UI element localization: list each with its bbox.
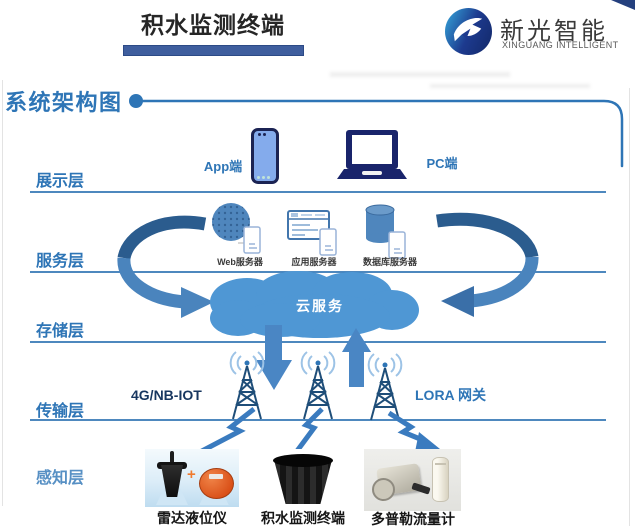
layer-label-perception: 感知层	[36, 470, 85, 487]
app-client-label: App端	[203, 159, 243, 174]
corner-decoration	[611, 0, 635, 10]
flowmeter-probe-cylinder	[432, 457, 449, 502]
cloud-icon	[210, 271, 419, 338]
monitor-terminal-image	[266, 449, 340, 509]
database-server-label: 数据库服务器	[362, 257, 417, 267]
application-server-label: 应用服务器	[291, 257, 337, 267]
radar-device-body	[161, 465, 183, 497]
plus-sign: +	[187, 466, 196, 483]
radar-antenna	[170, 451, 174, 464]
radar-level-meter-image: +	[145, 449, 239, 507]
web-server-label: Web服务器	[217, 257, 263, 267]
flowmeter-arm	[411, 482, 431, 495]
cloud-up-arrow	[342, 328, 371, 387]
layer-label-service: 服务层	[36, 253, 85, 270]
watermark-smudge	[430, 84, 590, 88]
logo-company-name: 新光智能	[500, 18, 608, 45]
network-lora-gateway-label: LORA 网关	[415, 387, 487, 403]
left-cycle-arrow	[117, 215, 214, 318]
lightning-link-1	[198, 407, 256, 455]
pc-client-label: PC端	[426, 156, 458, 171]
page-title: 积水监测终端	[141, 12, 285, 38]
frame-dot	[129, 94, 143, 108]
orange-sensor-disc	[199, 468, 234, 499]
section-title: 系统架构图	[5, 90, 123, 115]
radar-level-meter-label: 雷达液位仪	[157, 510, 227, 526]
layer-label-storage: 存储层	[36, 323, 85, 340]
radio-tower-icon-3	[367, 353, 403, 421]
frame-line	[141, 99, 624, 168]
flowmeter-disc	[372, 478, 395, 501]
laptop-icon	[346, 130, 398, 169]
cloud-down-arrow	[256, 325, 292, 390]
radio-tower-icon-1	[229, 351, 265, 420]
right-cycle-arrow	[436, 212, 539, 317]
terminal-bucket-lid	[273, 454, 333, 467]
network-4g-nbiot-label: 4G/NB-IOT	[131, 387, 202, 403]
right-edge-line	[629, 88, 630, 526]
web-server-icon	[212, 203, 261, 254]
radio-tower-icon-2	[300, 351, 336, 420]
layer-label-transmission: 传输层	[36, 403, 85, 420]
smartphone-icon	[251, 128, 279, 184]
title-underline-bar	[123, 45, 304, 56]
laptop-slot	[362, 171, 382, 175]
lightning-link-2	[294, 407, 324, 453]
logo-bird-icon	[445, 8, 492, 55]
logo-company-subtitle: XINGUANG INTELLIGENT	[502, 40, 619, 50]
database-server-icon	[365, 204, 406, 259]
doppler-flowmeter-image	[364, 449, 461, 511]
left-edge-line	[2, 80, 3, 506]
application-server-icon	[287, 210, 337, 256]
lightning-link-3	[387, 410, 440, 452]
doppler-flowmeter-label: 多普勒流量计	[371, 511, 455, 527]
cloud-service-label: 云服务	[296, 298, 344, 314]
monitor-terminal-label: 积水监测终端	[261, 510, 345, 526]
watermark-smudge	[330, 72, 510, 77]
layer-label-display: 展示层	[36, 173, 85, 190]
